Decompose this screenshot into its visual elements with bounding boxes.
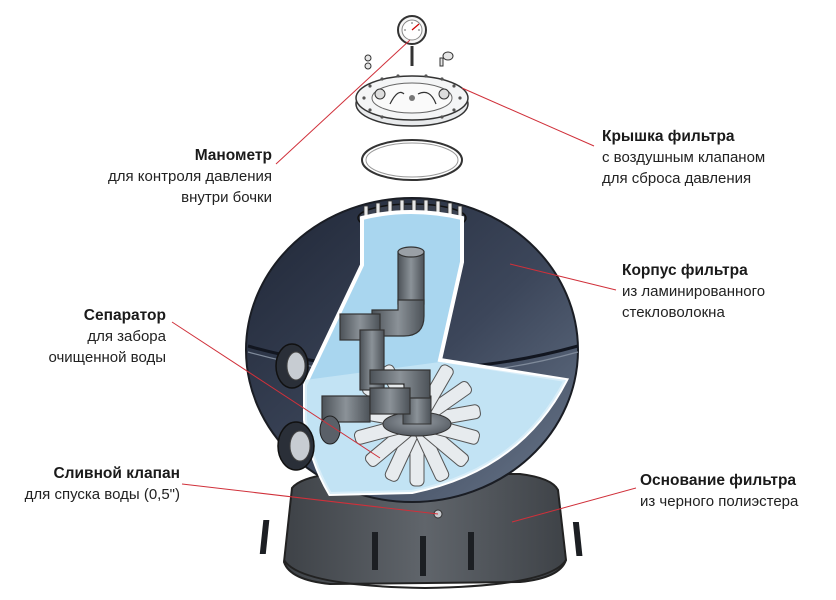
- leader-separator: [171, 321, 381, 459]
- lid-fittings: [364, 51, 454, 70]
- leader-manometer: [275, 39, 411, 165]
- side-ports: [275, 343, 341, 471]
- callout-desc: для сброса давления: [602, 170, 752, 187]
- callout-title: Сепаратор: [83, 307, 166, 324]
- callout-drain: Сливной клапан для спуска воды (0,5"): [4, 463, 180, 505]
- callout-manometer: Манометр для контроля давления внутри бо…: [60, 145, 272, 208]
- callout-desc: для забора: [87, 328, 166, 345]
- callout-desc: стекловолокна: [622, 304, 725, 321]
- callout-desc: с воздушным клапаном: [602, 149, 766, 166]
- callout-body: Корпус фильтра из ламинированного стекло…: [622, 260, 832, 323]
- callout-desc: очищенной воды: [48, 349, 166, 366]
- callout-title: Манометр: [194, 147, 272, 164]
- leader-lines: [171, 39, 637, 523]
- callout-title: Корпус фильтра: [622, 262, 748, 279]
- callout-separator: Сепаратор для забора очищенной воды: [20, 305, 166, 368]
- leader-lid: [461, 87, 595, 147]
- filter-lid: [355, 74, 469, 127]
- leader-body: [509, 263, 617, 291]
- leader-base: [511, 487, 637, 523]
- callout-desc: из ламинированного: [622, 283, 766, 300]
- o-ring: [361, 139, 463, 181]
- callout-title: Основание фильтра: [640, 472, 797, 489]
- filter-base: [259, 473, 583, 590]
- callout-desc: из черного полиэстера: [640, 493, 799, 510]
- manometer-icon: [397, 15, 427, 66]
- callout-title: Крышка фильтра: [602, 128, 735, 145]
- leader-drain: [181, 483, 439, 515]
- callout-desc: для контроля давления: [107, 168, 272, 185]
- callout-base: Основание фильтра из черного полиэстера: [640, 470, 832, 512]
- callout-title: Сливной клапан: [53, 465, 180, 482]
- internal-piping: [321, 246, 431, 423]
- callout-lid: Крышка фильтра с воздушным клапаном для …: [602, 126, 832, 189]
- callout-desc: для спуска воды (0,5"): [24, 486, 180, 503]
- callout-desc: внутри бочки: [181, 189, 272, 206]
